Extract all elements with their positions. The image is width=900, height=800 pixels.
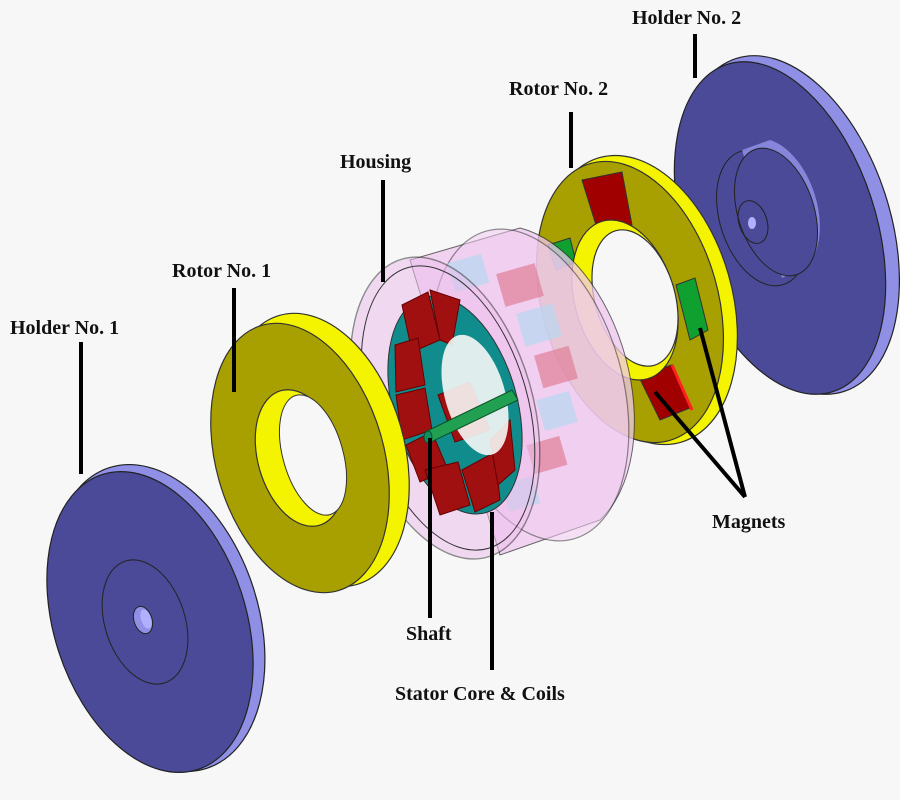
- label-rotor-1: Rotor No. 1: [172, 260, 271, 282]
- label-holder-2: Holder No. 2: [632, 7, 741, 29]
- label-holder-1: Holder No. 1: [10, 317, 119, 339]
- label-housing: Housing: [340, 151, 411, 173]
- leader-magnet-green: [698, 327, 747, 498]
- holder-1: [46, 463, 266, 773]
- magnet-green-right: [675, 277, 709, 341]
- leader-magnet-red: [653, 390, 747, 499]
- rotor-1: [210, 312, 410, 594]
- label-rotor-2: Rotor No. 2: [509, 78, 608, 100]
- shaft: [423, 389, 519, 444]
- label-shaft: Shaft: [406, 623, 452, 645]
- label-magnets: Magnets: [712, 511, 786, 533]
- label-stator-core-coils: Stator Core & Coils: [395, 683, 565, 705]
- stator-core-and-coils: [387, 289, 523, 516]
